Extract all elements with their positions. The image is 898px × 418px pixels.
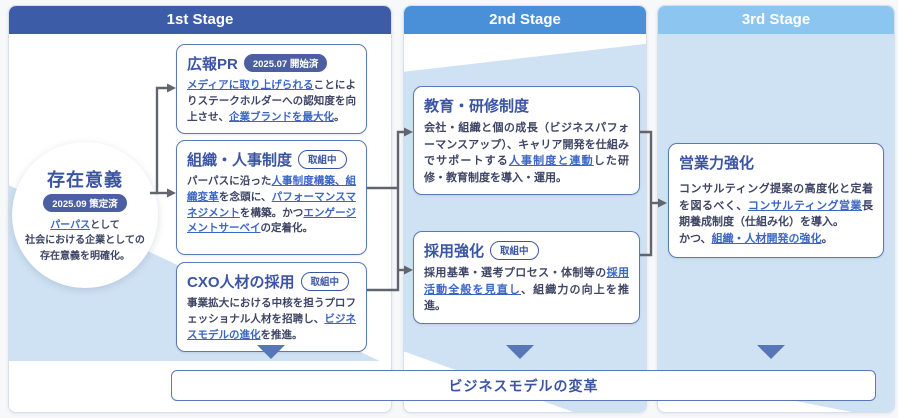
inline-link[interactable]: ビジネスモデルの進化: [187, 312, 357, 341]
card-cxo-status-badge: 取組中: [300, 271, 350, 291]
card-pr: 広報PR 2025.07 開始済 メディアに取り上げられることによりステークホルダ…: [176, 44, 367, 135]
inline-text: 。: [821, 232, 833, 245]
purpose-status-badge: 2025.09 策定済: [43, 193, 127, 212]
inline-text: 、組織力の向上を推進。: [424, 283, 629, 313]
inline-link[interactable]: パフォーマンスマネジメント: [187, 190, 356, 219]
card-title-text: CXO人材の採用: [187, 274, 295, 291]
card-recruit-title: 採用強化取組中: [424, 240, 629, 261]
inline-text: 長期養成制度（仕組み化）を導入。: [679, 199, 873, 229]
card-pr-body: メディアに取り上げられることによりステークホルダーへの認知度を向上させ、企業ブラ…: [187, 78, 356, 125]
inline-text: コンサルティング提案の高度化と定着を図るべく、: [679, 183, 873, 212]
card-recruit-status-badge: 取組中: [490, 240, 539, 260]
purpose-body: パーパスとして社会における企業としての存在意義を明確化。: [25, 218, 145, 265]
card-org-body: パーパスに沿った人事制度構築、組織変革を念頭に、パフォーマンスマネジメントを構築…: [187, 174, 356, 237]
purpose-circle: 存在意義 2025.09 策定済 パーパスとして社会における企業としての存在意義…: [12, 142, 158, 288]
inline-text: 存在意義を明確化。: [39, 250, 130, 262]
inline-link[interactable]: コンサルティング営業: [747, 199, 862, 212]
stage-1-header: 1st Stage: [9, 6, 391, 34]
card-edu: 教育・研修制度 会社・組織と個の成長（ビジネスパフォーマンスアップ）、キャリア開…: [413, 86, 640, 195]
inline-text: として: [90, 219, 120, 231]
inline-text: した研修・教育制度を導入・運用。: [424, 155, 629, 184]
stage-3-header: 3rd Stage: [658, 6, 894, 34]
inline-text: を構築。かつ: [239, 206, 304, 219]
card-org-status-badge: 取組中: [298, 149, 347, 169]
card-edu-body: 会社・組織と個の成長（ビジネスパフォーマンスアップ）、キャリア開発を仕組みでサポ…: [424, 120, 629, 186]
card-cxo: CXO人材の採用取組中 事業拡大における中核を担うプロフェッショナル人材を招聘し…: [176, 262, 367, 353]
card-title-text: 教育・研修制度: [424, 98, 530, 115]
card-sales-title: 営業力強化: [679, 152, 873, 173]
card-cxo-title: CXO人材の採用取組中: [187, 271, 356, 292]
business-model-bar: ビジネスモデルの変革: [171, 370, 876, 401]
down-arrow-stage3: [757, 345, 785, 359]
card-title-text: 広報PR: [187, 56, 238, 73]
inline-text: パーパスに沿った: [187, 175, 272, 187]
card-recruit-body: 採用基準・選考プロセス・体制等の採用活動全般を見直し、組織力の向上を推進。: [424, 265, 629, 315]
card-title-text: 営業力強化: [679, 155, 755, 172]
card-title-text: 採用強化: [424, 243, 485, 260]
inline-link[interactable]: 人事制度構築、組織変革: [187, 175, 356, 203]
inline-text: を念頭に、: [218, 190, 272, 203]
card-edu-title: 教育・研修制度: [424, 95, 629, 116]
inline-link[interactable]: 採用活動全般を見直し: [424, 267, 630, 296]
purpose-title: 存在意義: [47, 169, 123, 190]
inline-text: 事業拡大における中核を担うプロフェッショナル人材を招聘し、: [187, 297, 356, 325]
business-model-bar-label: ビジネスモデルの変革: [448, 377, 599, 394]
inline-text: 社会における企業としての: [25, 235, 145, 247]
card-title-text: 組織・人事制度: [187, 152, 293, 169]
inline-text: ことによりステークホルダーへの認知度を向上させ、: [187, 79, 357, 123]
inline-text: 採用基準・選考プロセス・体制等の: [424, 267, 607, 279]
card-org: 組織・人事制度取組中 パーパスに沿った人事制度構築、組織変革を念頭に、パフォーマ…: [176, 140, 367, 255]
card-recruit: 採用強化取組中 採用基準・選考プロセス・体制等の採用活動全般を見直し、組織力の向…: [413, 231, 640, 324]
card-org-title: 組織・人事制度取組中: [187, 149, 356, 170]
inline-link[interactable]: 組織・人材開発の強化: [711, 232, 822, 245]
inline-link[interactable]: パーパス: [50, 219, 91, 231]
inline-text: 。: [334, 110, 345, 123]
inline-link[interactable]: エンゲージメントサーベイ: [187, 206, 357, 235]
card-pr-title: 広報PR 2025.07 開始済: [187, 53, 356, 74]
inline-link[interactable]: 人事制度と連動: [508, 155, 594, 167]
inline-text: 会社・組織と個の成長（ビジネスパフォーマンスアップ）、キャリア開発を仕組みでサポ…: [424, 122, 629, 167]
card-pr-status-badge: 2025.07 開始済: [243, 54, 328, 72]
card-cxo-body: 事業拡大における中核を担うプロフェッショナル人材を招聘し、ビジネスモデルの進化を…: [187, 296, 356, 343]
card-sales: 営業力強化 コンサルティング提案の高度化と定着を図るべく、コンサルティング営業長…: [668, 143, 884, 258]
card-sales-body: コンサルティング提案の高度化と定着を図るべく、コンサルティング営業長期養成制度（…: [679, 181, 873, 247]
inline-text: を推進。: [260, 328, 303, 341]
inline-link[interactable]: 企業ブランドを最大化: [229, 110, 334, 123]
stage-2-header: 2nd Stage: [404, 6, 646, 34]
inline-link[interactable]: メディアに取り上げられる: [187, 79, 314, 91]
inline-text: の定着化。: [260, 222, 314, 235]
inline-text: かつ、: [679, 232, 712, 245]
down-arrow-stage1: [257, 345, 285, 359]
down-arrow-stage2: [506, 345, 534, 359]
